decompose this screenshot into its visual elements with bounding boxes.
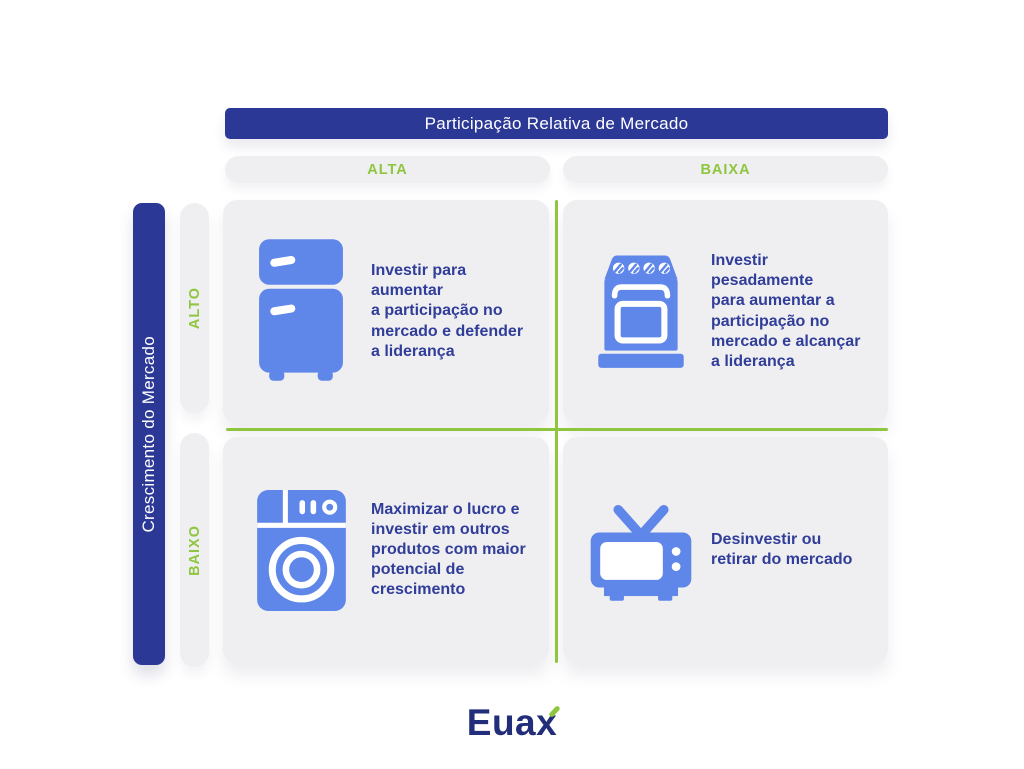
logo-x: x: [536, 704, 561, 741]
stove-icon: [585, 252, 697, 372]
horizontal-divider-line: [226, 428, 888, 431]
column-label-alta-text: ALTA: [367, 161, 408, 178]
euax-logo-text: Euax: [466, 702, 561, 743]
x-axis-title-bar: Participação Relativa de Mercado: [225, 108, 888, 139]
x-axis-title: Participação Relativa de Mercado: [424, 113, 689, 133]
row-label-alto-text: ALTO: [186, 286, 203, 330]
logo-prefix: Eua: [466, 702, 537, 743]
row-label-baixo: BAIXO: [180, 433, 209, 667]
tv-icon: [585, 494, 697, 607]
row-label-baixo-text: BAIXO: [186, 524, 203, 576]
quadrant-bottom-right-text: Desinvestir ou retirar do mercado: [711, 530, 853, 568]
quadrant-bottom-left-text: Maximizar o lucro e investir em outros p…: [371, 500, 526, 599]
y-axis-title-bar: Crescimento do Mercado: [133, 203, 165, 665]
y-axis-title: Crescimento do Mercado: [139, 335, 158, 533]
euax-logo: Euax: [0, 704, 1024, 741]
washing-machine-icon: [245, 488, 357, 613]
refrigerator-icon: [245, 236, 357, 388]
column-label-baixa: BAIXA: [563, 156, 888, 183]
row-label-alto: ALTO: [180, 203, 209, 413]
column-label-baixa-text: BAIXA: [700, 161, 751, 178]
quadrant-top-right-text: Investir pesadamente para aumentar a par…: [711, 252, 861, 370]
column-label-alta: ALTA: [225, 156, 550, 183]
quadrant-top-left: Investir para aumentar a participação no…: [223, 200, 549, 423]
vertical-divider-line: [555, 200, 558, 663]
quadrant-bottom-left: Maximizar o lucro e investir em outros p…: [223, 437, 549, 663]
quadrant-top-left-text: Investir para aumentar a participação no…: [371, 262, 524, 360]
quadrant-bottom-right: Desinvestir ou retirar do mercado: [563, 437, 888, 663]
quadrant-top-right: Investir pesadamente para aumentar a par…: [563, 200, 888, 423]
